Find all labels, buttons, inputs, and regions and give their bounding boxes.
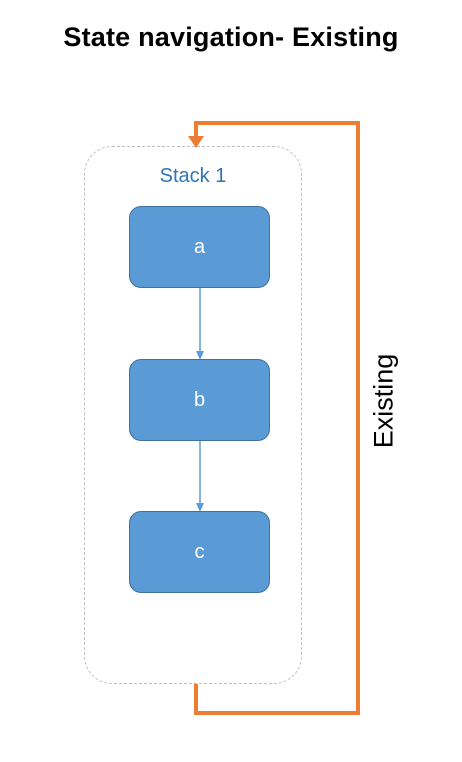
state-node-c: c [129, 511, 270, 593]
existing-loop-label: Existing [368, 353, 399, 449]
existing-loop-arrow [194, 121, 360, 715]
state-node-a: a [129, 206, 270, 288]
state-node-b: b [129, 359, 270, 441]
diagram-title: State navigation- Existing [63, 22, 399, 52]
stack-frame [84, 146, 302, 684]
existing-loop-arrowhead [188, 136, 204, 148]
stack-label: Stack 1 [159, 165, 227, 187]
